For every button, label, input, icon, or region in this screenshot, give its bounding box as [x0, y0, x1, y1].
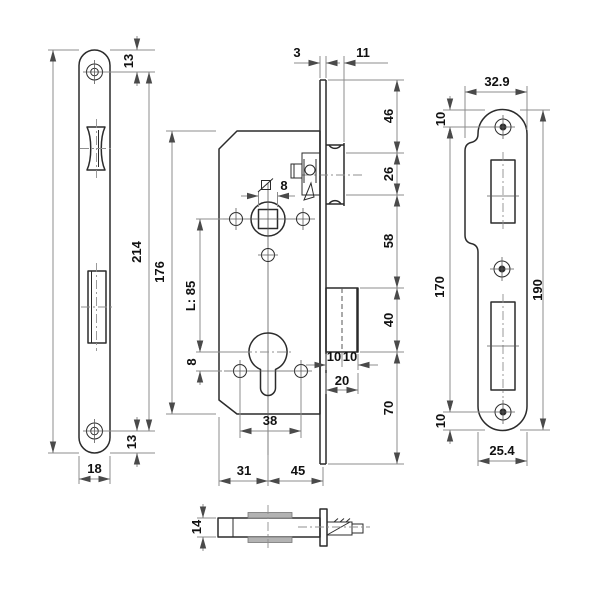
lock-case-outline — [218, 130, 321, 415]
guide-rail-bottom — [247, 536, 293, 543]
faceplate-front-view: 13 214 13 18 — [48, 36, 155, 484]
dim-label-10-bottom: 10 — [433, 414, 448, 428]
dim-label-8-cyl: 8 — [184, 358, 199, 365]
faceplate-dimensions: 13 214 13 18 — [48, 36, 155, 484]
euro-cylinder-hole — [243, 332, 294, 397]
dim-label-13-bottom: 13 — [124, 435, 139, 449]
screw-hole-bottom — [83, 419, 106, 443]
case-dimension-176: 176 — [152, 130, 216, 415]
bottom-dimension-14: 14 — [189, 504, 216, 551]
square-symbol — [261, 180, 271, 190]
case-dimension-chain: 46 26 58 40 70 — [328, 79, 404, 465]
strike-screw-hole-middle — [490, 257, 514, 281]
strike-plate-view: 32.9 10 170 10 190 25.4 — [432, 74, 550, 466]
strike-screw-hole-top — [491, 115, 515, 139]
dim-label-13-top: 13 — [121, 54, 136, 68]
dim-label-214: 214 — [129, 240, 144, 262]
dim-label-14: 14 — [189, 519, 204, 534]
faceplate-edge-strip — [319, 79, 327, 465]
deadbolt — [325, 287, 359, 353]
dim-label-25.4: 25.4 — [489, 443, 515, 458]
strike-dimensions: 32.9 10 170 10 190 25.4 — [432, 74, 550, 466]
case-dimensions-top: 3 11 — [293, 45, 388, 142]
dim-label-10-top: 10 — [433, 112, 448, 126]
deadbolt-cutout — [81, 263, 113, 351]
strike-latch-window — [487, 152, 519, 231]
dim-label-190: 190 — [530, 279, 545, 301]
case-dimension-L85: L: 85 8 — [183, 218, 245, 385]
dim-label-18: 18 — [87, 461, 101, 476]
latch-bolt — [302, 143, 364, 206]
dim-label-176: 176 — [152, 261, 167, 283]
lock-case-view: 3 11 8 176 L: 85 8 — [152, 45, 404, 486]
dim-label-45: 45 — [291, 463, 305, 478]
dim-label-20: 20 — [335, 373, 349, 388]
dim-label-46: 46 — [381, 109, 396, 123]
faceplate-outline — [78, 49, 111, 454]
dim-label-38: 38 — [263, 413, 277, 428]
dim-label-square8: 8 — [280, 178, 287, 193]
dim-label-31: 31 — [237, 463, 251, 478]
guide-rail-top — [247, 512, 293, 519]
dim-label-40: 40 — [381, 313, 396, 327]
dim-label-3: 3 — [293, 45, 300, 60]
dim-label-70: 70 — [381, 401, 396, 415]
lock-bottom-view: 14 — [189, 504, 370, 551]
strike-screw-hole-bottom — [491, 400, 515, 424]
dim-label-10-left: 10 — [327, 349, 341, 364]
latch-cutout — [80, 119, 113, 178]
dim-label-170: 170 — [432, 276, 447, 298]
faceplate-edge — [319, 508, 328, 547]
dim-label-10-right: 10 — [343, 349, 357, 364]
case-dimensions-bottom: 38 31 45 — [218, 378, 324, 486]
dim-label-26: 26 — [381, 167, 396, 181]
dim-label-11: 11 — [356, 45, 370, 60]
strike-deadbolt-window — [487, 294, 519, 398]
latch-mechanism — [290, 152, 321, 201]
screw-hole-top — [83, 60, 106, 84]
case-dimension-square8: 8 — [241, 178, 295, 207]
dim-label-32.9: 32.9 — [484, 74, 509, 89]
dim-label-58: 58 — [381, 234, 396, 248]
strike-plate-outline — [464, 108, 528, 432]
latch-bolt-bottom — [326, 518, 364, 536]
spindle-follower — [223, 183, 315, 460]
case-dimension-bolt: 10 10 20 — [306, 349, 378, 394]
dim-label-L85: L: 85 — [183, 281, 198, 311]
